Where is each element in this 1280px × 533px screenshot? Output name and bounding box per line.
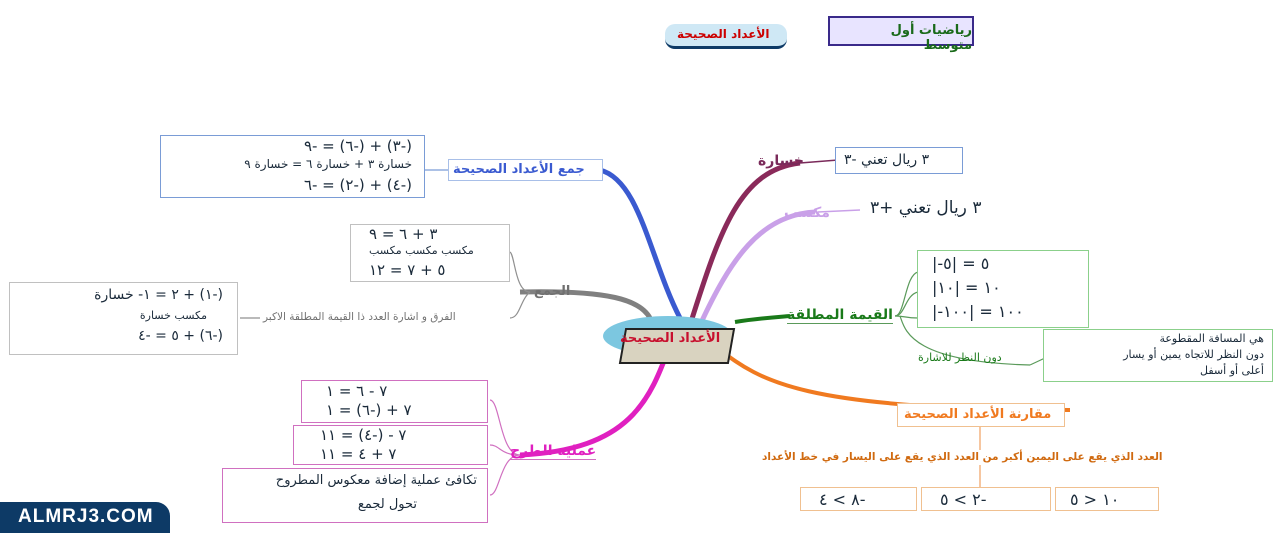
gain-note: ٣ ريال تعني +٣ bbox=[870, 198, 982, 218]
add-rows-box: (-٣) + (-٦) = -٩ خسارة ٣ + خسارة ٦ = خسا… bbox=[160, 135, 425, 198]
compare-label: مقارنة الأعداد الصحيحة bbox=[904, 407, 1052, 422]
gain-label: مكسب bbox=[784, 205, 830, 221]
subtract-note-box: تكافئ عملية إضافة معكوس المطروح تحول لجم… bbox=[222, 468, 488, 523]
subject-card-text: رياضيات أول متوسط bbox=[890, 23, 972, 53]
loss-label: خسارة bbox=[758, 153, 804, 169]
subtract-label: عملية الطرح bbox=[510, 443, 597, 460]
sum-diff-box: (-١) + ٢ = ١- خسارة مكسب خسارة (-٦) + ٥ … bbox=[9, 282, 238, 355]
compare-example: ١٠ < ٥ bbox=[1055, 487, 1159, 511]
absolute-row: ١٠٠ = |١٠٠-| bbox=[932, 302, 1024, 321]
subtract-row: ٧ - ٦ = ١ bbox=[326, 382, 388, 400]
compare-example: -٢ > ٥ bbox=[921, 487, 1051, 511]
sum-label: الجمع bbox=[534, 284, 571, 299]
add-row: (-٣) + (-٦) = -٩ bbox=[303, 137, 412, 155]
sum-diff-row: مكسب خسارة bbox=[139, 309, 207, 322]
sum-row: مكسب مكسب مكسب bbox=[369, 244, 474, 257]
sum-rows-box: ٣ + ٦ = ٩ مكسب مكسب مكسب ٥ + ٧ = ١٢ bbox=[350, 224, 510, 282]
compare-example-text: ١٠ < ٥ bbox=[1070, 490, 1120, 509]
compare-example: -٨ > ٤ bbox=[800, 487, 917, 511]
subtract-rows-box: ٧ - (-٤) = ١١ ٧ + ٤ = ١١ bbox=[293, 425, 488, 465]
title-banner: الأعداد الصحيحة bbox=[665, 24, 787, 49]
sum-diff-row: (-٦) + ٥ = -٤ bbox=[138, 328, 223, 344]
absolute-rows-box: ٥ = |٥-| ١٠ = |١٠| ١٠٠ = |١٠٠-| bbox=[917, 250, 1089, 328]
title-banner-text: الأعداد الصحيحة bbox=[677, 27, 770, 41]
absolute-sub-note: دون النظر للاتجاه يمين أو يسار bbox=[1123, 348, 1264, 361]
absolute-row: ٥ = |٥-| bbox=[932, 254, 990, 273]
absolute-row: ١٠ = |١٠| bbox=[932, 278, 1001, 297]
sum-diff-text: الفرق و اشارة العدد ذا القيمة المطلقة ال… bbox=[263, 311, 456, 323]
sum-row: ٥ + ٧ = ١٢ bbox=[369, 261, 446, 279]
add-row: خسارة ٣ + خسارة ٦ = خسارة ٩ bbox=[244, 157, 412, 171]
absolute-sub-note-box: هي المسافة المقطوعة دون النظر للاتجاه يم… bbox=[1043, 329, 1273, 382]
subtract-note: تكافئ عملية إضافة معكوس المطروح bbox=[275, 473, 477, 488]
sum-row: ٣ + ٦ = ٩ bbox=[369, 225, 438, 243]
add-label: جمع الأعداد الصحيحة bbox=[453, 162, 585, 177]
compare-example-text: -٨ > ٤ bbox=[819, 490, 866, 509]
subtract-row: ٧ + (-٦) = ١ bbox=[326, 401, 412, 419]
absolute-sub-label: دون النظر للاشارة bbox=[918, 351, 1002, 364]
loss-note: ٣ ريال تعني -٣ bbox=[844, 152, 930, 168]
gain-note-box: ٣ ريال تعني +٣ bbox=[860, 195, 1088, 225]
absolute-sub-note: هي المسافة المقطوعة bbox=[1159, 332, 1264, 345]
center-label: الأعداد الصحيحة bbox=[620, 331, 721, 346]
compare-text: العدد الذي يقع على اليمين أكبر من العدد … bbox=[762, 451, 1163, 463]
compare-example-text: -٢ > ٥ bbox=[940, 490, 987, 509]
subtract-row: ٧ + ٤ = ١١ bbox=[320, 445, 397, 463]
loss-note-box: ٣ ريال تعني -٣ bbox=[835, 147, 963, 174]
absolute-label: القيمة المطلقة bbox=[787, 307, 893, 324]
sum-diff-row: (-١) + ٢ = ١- خسارة bbox=[94, 287, 223, 303]
subtract-note: تحول لجمع bbox=[357, 497, 417, 512]
add-row: (-٤) + (-٢) = -٦ bbox=[303, 176, 412, 194]
watermark-text: ALMRJ3.COM bbox=[18, 506, 154, 527]
absolute-sub-note: أعلى أو أسفل bbox=[1200, 364, 1264, 377]
subtract-rows-box: ٧ - ٦ = ١ ٧ + (-٦) = ١ bbox=[301, 380, 488, 423]
add-label-box: جمع الأعداد الصحيحة bbox=[448, 159, 603, 181]
compare-label-box: مقارنة الأعداد الصحيحة bbox=[897, 403, 1065, 427]
subtract-row: ٧ - (-٤) = ١١ bbox=[320, 426, 407, 444]
subject-card: رياضيات أول متوسط bbox=[828, 16, 974, 53]
watermark-badge: ALMRJ3.COM bbox=[0, 502, 170, 533]
